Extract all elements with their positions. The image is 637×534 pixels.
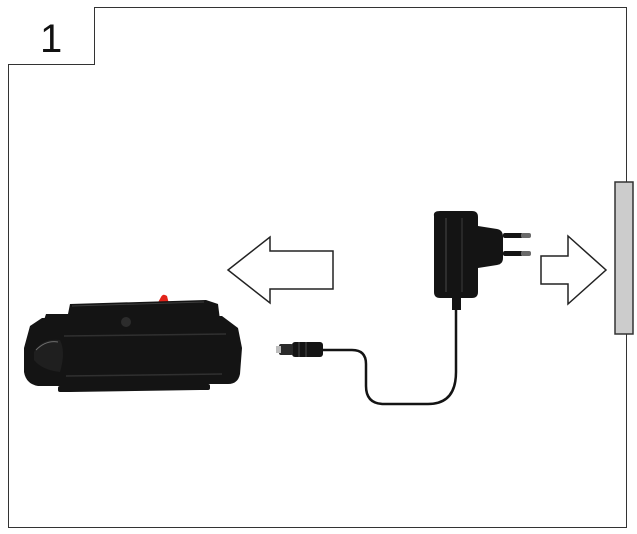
arrow-left-icon [226,235,334,305]
wall-socket-icon [614,181,634,335]
dc-plug-icon [276,342,323,357]
battery-pack-icon [24,294,242,392]
charger-cable [322,310,458,406]
step-number-box: 1 [8,7,95,65]
step-number: 1 [40,17,63,61]
wall-charger-icon [433,211,531,310]
arrow-right-icon [540,234,608,306]
